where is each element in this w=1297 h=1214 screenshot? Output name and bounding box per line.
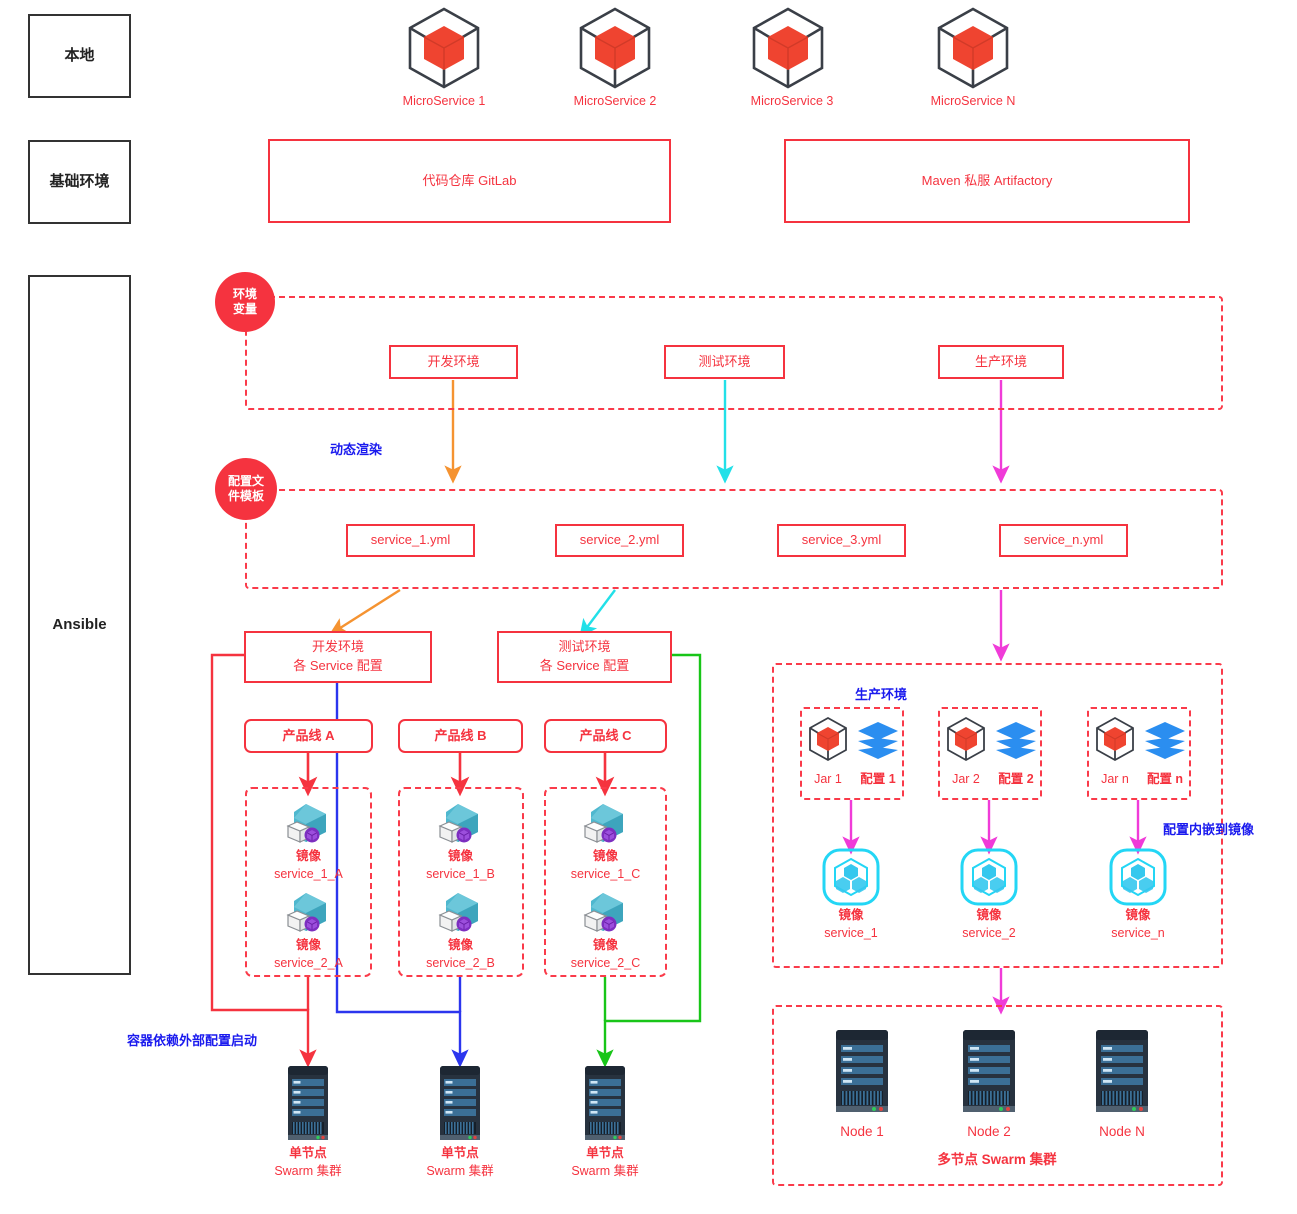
server-tower-icon: [582, 1062, 628, 1144]
container-dependency-label: 容器依赖外部配置启动: [127, 1033, 258, 1048]
microservice-label: MicroService 2: [573, 94, 657, 108]
dynamic-render-label: 动态渲染: [330, 442, 383, 457]
registry-image-icon: [1109, 848, 1167, 906]
stage-label-text: 本地: [64, 47, 95, 65]
single-node-swarm-label: 单节点 Swarm 集群: [274, 1146, 342, 1179]
image-label: 镜像 service_1_A: [274, 849, 343, 882]
microservice-label: MicroService 3: [750, 94, 834, 108]
yml-service-3[interactable]: service_3.yml: [777, 524, 906, 557]
server-tower-icon: [959, 1026, 1019, 1116]
registry-image-icon: [822, 848, 880, 906]
production-image-label: 镜像 service_1: [824, 908, 878, 941]
yml-service-1[interactable]: service_1.yml: [346, 524, 475, 557]
config-layers-icon: [994, 720, 1038, 764]
jar-cube-icon: [944, 716, 988, 764]
jar-label: Jar 1: [814, 772, 842, 786]
jar-config-group-n: [1087, 707, 1191, 800]
yml-service-n[interactable]: service_n.yml: [999, 524, 1128, 557]
docker-image-cube-icon: [581, 891, 629, 935]
env-prod-box[interactable]: 生产环境: [938, 345, 1064, 379]
microservice-label: MicroService 1: [402, 94, 486, 108]
multi-node-swarm-group: [772, 1005, 1223, 1186]
maven-artifactory-box[interactable]: Maven 私服 Artifactory: [784, 139, 1190, 223]
production-environment-group: [772, 663, 1223, 968]
single-node-swarm-label: 单节点 Swarm 集群: [426, 1146, 494, 1179]
docker-image-cube-icon: [284, 802, 332, 846]
test-service-config-box[interactable]: 测试环境 各 Service 配置: [497, 631, 672, 683]
image-label: 镜像 service_1_C: [570, 849, 641, 882]
config-template-badge: 配置文件模板: [215, 458, 277, 520]
jar-label: Jar n: [1101, 772, 1129, 786]
multi-node-swarm-caption: 多节点 Swarm 集群: [937, 1152, 1057, 1167]
gitlab-repo-box[interactable]: 代码仓库 GitLab: [268, 139, 671, 223]
jar-cube-icon: [806, 716, 850, 764]
image-label: 镜像 service_2_A: [274, 938, 343, 971]
docker-image-cube-icon: [284, 891, 332, 935]
config-label: 配置 2: [998, 772, 1034, 786]
yml-service-2[interactable]: service_2.yml: [555, 524, 684, 557]
docker-image-cube-icon: [436, 802, 484, 846]
microservice-cube-icon: [404, 6, 484, 90]
single-node-swarm-label: 单节点 Swarm 集群: [571, 1146, 639, 1179]
image-label: 镜像 service_2_B: [426, 938, 495, 971]
node-label: Node 2: [967, 1124, 1011, 1139]
image-label: 镜像 service_1_B: [426, 849, 495, 882]
image-group-c: [544, 787, 667, 977]
server-tower-icon: [437, 1062, 483, 1144]
production-image-label: 镜像 service_2: [962, 908, 1016, 941]
server-tower-icon: [832, 1026, 892, 1116]
jar-config-group-1: [800, 707, 904, 800]
microservice-cube-icon: [575, 6, 655, 90]
image-label: 镜像 service_2_C: [570, 938, 641, 971]
product-line-b-box[interactable]: 产品线 B: [398, 719, 523, 753]
config-layers-icon: [1143, 720, 1187, 764]
microservice-cube-icon: [933, 6, 1013, 90]
product-line-a-box[interactable]: 产品线 A: [244, 719, 373, 753]
dev-service-config-box[interactable]: 开发环境 各 Service 配置: [244, 631, 432, 683]
stage-label-base-env: 基础环境: [28, 140, 131, 224]
config-layers-icon: [856, 720, 900, 764]
image-group-b: [398, 787, 524, 977]
node-label: Node 1: [840, 1124, 884, 1139]
jar-label: Jar 2: [952, 772, 980, 786]
jar-cube-icon: [1093, 716, 1137, 764]
config-label: 配置 1: [860, 772, 896, 786]
production-environment-title: 生产环境: [855, 687, 908, 702]
docker-image-cube-icon: [436, 891, 484, 935]
registry-image-icon: [960, 848, 1018, 906]
stage-label-text: 基础环境: [49, 173, 110, 191]
config-embedded-label: 配置内嵌到镜像: [1163, 822, 1255, 837]
server-tower-icon: [285, 1062, 331, 1144]
env-variable-group: [245, 296, 1223, 410]
production-image-label: 镜像 service_n: [1111, 908, 1165, 941]
stage-label-local: 本地: [28, 14, 131, 98]
env-test-box[interactable]: 测试环境: [664, 345, 785, 379]
env-variable-badge: 环境变量: [215, 272, 275, 332]
microservice-cube-icon: [748, 6, 828, 90]
server-tower-icon: [1092, 1026, 1152, 1116]
node-label: Node N: [1099, 1124, 1145, 1139]
jar-config-group-2: [938, 707, 1042, 800]
config-label: 配置 n: [1146, 772, 1184, 786]
docker-image-cube-icon: [581, 802, 629, 846]
config-template-group: [245, 489, 1223, 589]
stage-label-ansible: Ansible: [28, 275, 131, 975]
stage-label-text: Ansible: [52, 616, 107, 634]
product-line-c-box[interactable]: 产品线 C: [544, 719, 667, 753]
env-dev-box[interactable]: 开发环境: [389, 345, 518, 379]
image-group-a: [245, 787, 372, 977]
microservice-label: MicroService N: [930, 94, 1016, 108]
